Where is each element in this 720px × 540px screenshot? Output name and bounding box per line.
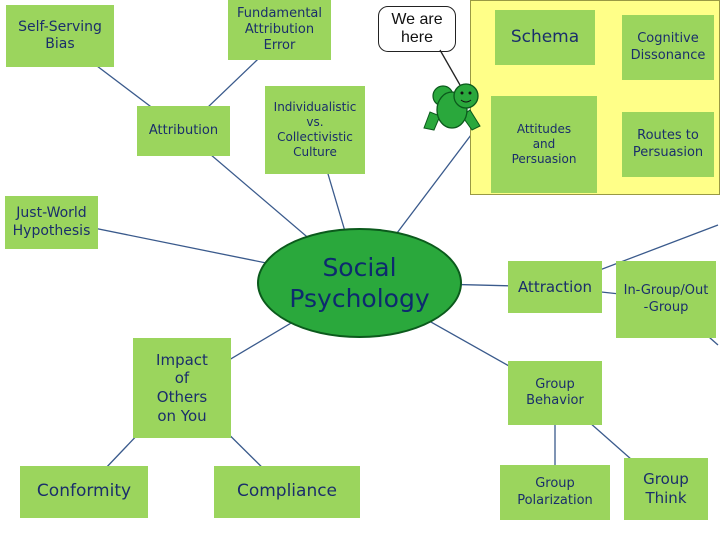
node-compliance: Compliance [214,466,360,518]
node-conformity: Conformity [20,466,148,518]
node-group-think: Group Think [624,458,708,520]
center-node: Social Psychology [257,228,462,338]
node-cognitive-dissonance: Cognitive Dissonance [622,15,714,80]
node-in-group-out-group: In-Group/Out -Group [616,261,716,338]
node-schema: Schema [495,10,595,65]
speech-bubble: We are here [378,6,456,52]
node-group-polarization: Group Polarization [500,465,610,520]
node-fundamental-attribution-error: Fundamental Attribution Error [228,0,331,60]
node-individualistic-vs-collectivistic: Individualistic vs. Collectivistic Cultu… [265,86,365,174]
node-group-behavior: Group Behavior [508,361,602,425]
node-routes-to-persuasion: Routes to Persuasion [622,112,714,177]
node-attribution: Attribution [137,106,230,156]
node-just-world-hypothesis: Just-World Hypothesis [5,196,98,249]
node-impact-of-others: Impact of Others on You [133,338,231,438]
node-attitudes-and-persuasion: Attitudes and Persuasion [491,96,597,193]
node-self-serving-bias: Self-Serving Bias [6,5,114,67]
node-attraction: Attraction [508,261,602,313]
